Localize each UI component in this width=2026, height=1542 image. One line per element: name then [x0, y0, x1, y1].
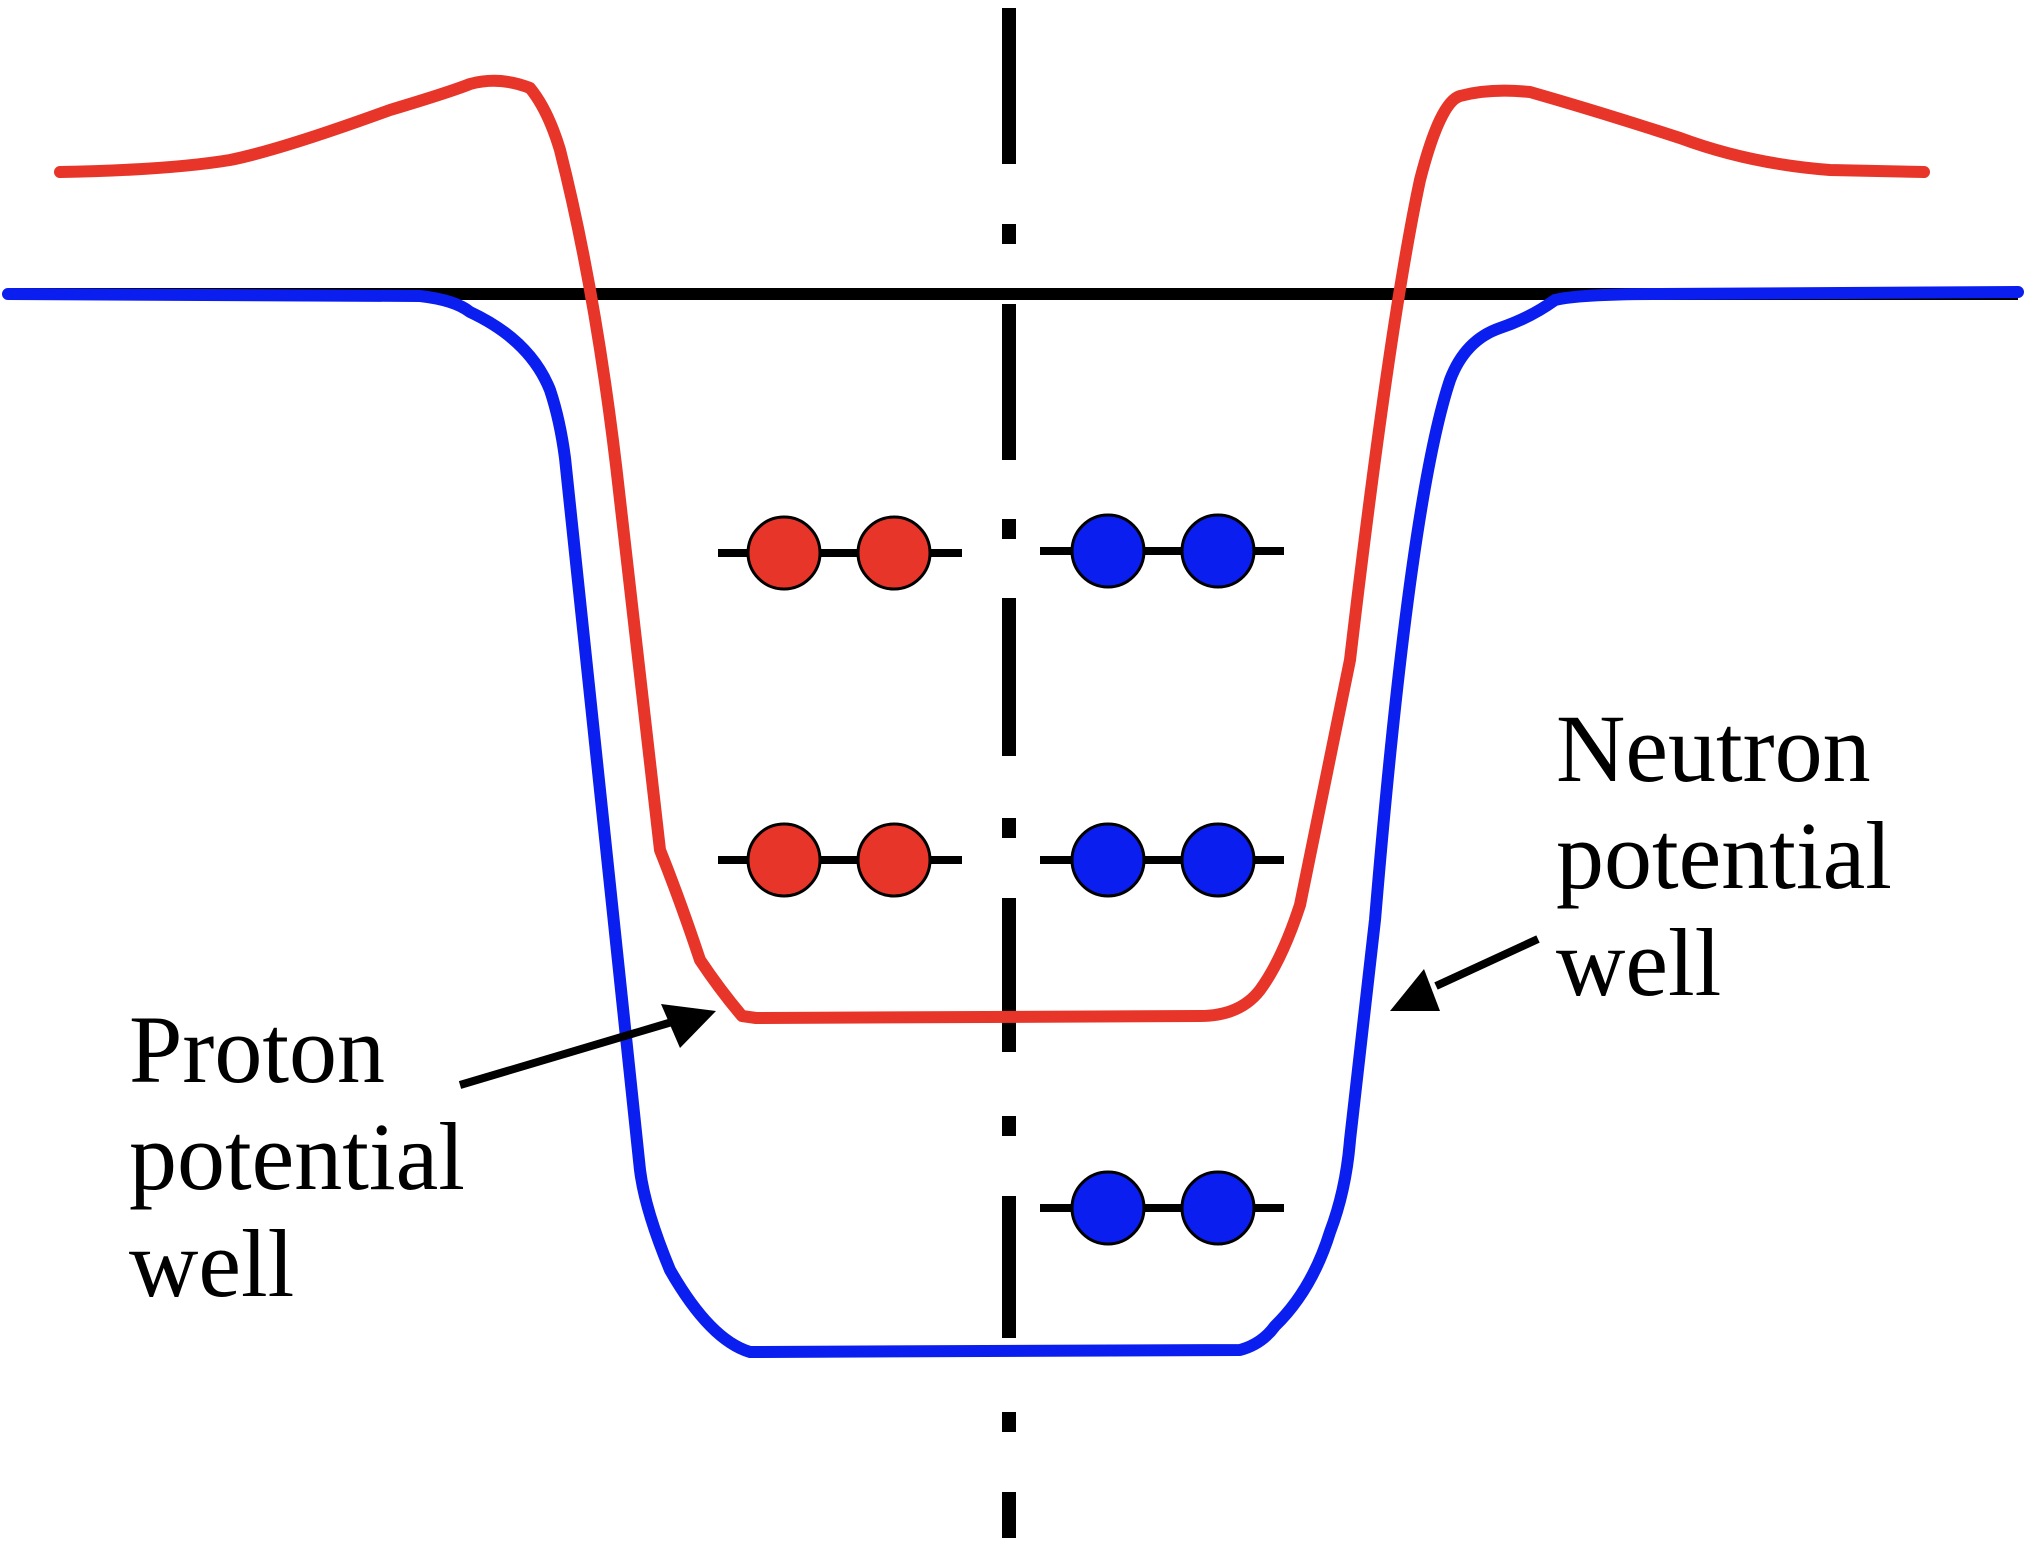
label-line: potential — [1556, 802, 1892, 909]
proton-particle — [746, 515, 822, 591]
arrow-shaft — [458, 1018, 674, 1089]
arrow-shaft — [1434, 935, 1540, 990]
proton-particle — [856, 515, 932, 591]
proton-level-2 — [718, 822, 962, 898]
proton-potential-curve — [54, 74, 1930, 1024]
neutron-particle — [1180, 822, 1256, 898]
proton-level-1 — [718, 515, 962, 591]
neutron-particle — [1070, 513, 1146, 589]
proton-particle — [856, 822, 932, 898]
label-line: well — [1556, 909, 1722, 1016]
label-line: well — [129, 1210, 295, 1317]
proton-potential-well-label: Proton potential well — [129, 996, 465, 1317]
neutron-particle — [1180, 1170, 1256, 1246]
label-line: potential — [129, 1103, 465, 1210]
arrow-head — [661, 1004, 716, 1048]
neutron-particle — [1070, 1170, 1146, 1246]
label-line: Neutron — [1556, 695, 1871, 802]
neutron-potential-curve — [2, 286, 2024, 1358]
neutron-potential-well-label: Neutron potential well — [1556, 695, 1892, 1016]
neutron-level-2 — [1040, 822, 1284, 898]
neutron-arrow — [1390, 935, 1540, 1011]
neutron-particle — [1180, 513, 1256, 589]
proton-particle — [746, 822, 822, 898]
arrow-head — [1390, 969, 1440, 1011]
neutron-particle — [1070, 822, 1146, 898]
neutron-level-3 — [1040, 1170, 1284, 1246]
label-line: Proton — [129, 996, 386, 1103]
neutron-level-1 — [1040, 513, 1284, 589]
proton-arrow — [458, 1004, 716, 1089]
